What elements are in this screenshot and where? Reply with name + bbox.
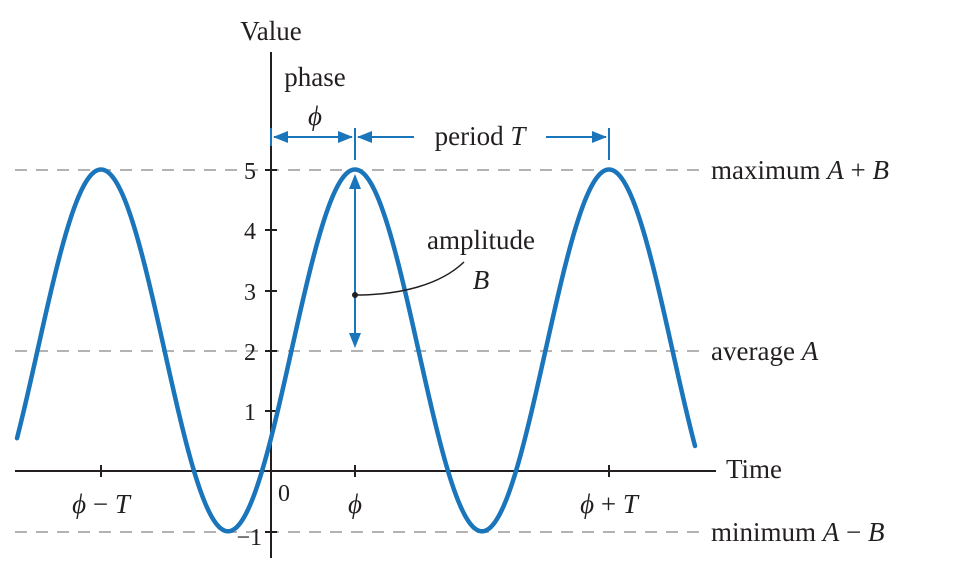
y-tick-label-2: 2 — [244, 340, 256, 366]
x-tick-label-phi-minus-T: ϕ − T — [72, 489, 132, 519]
x-axis-label: Time — [726, 454, 782, 484]
amplitude-var: B — [473, 265, 490, 295]
x-tick-label-phi-plus-T: ϕ + T — [580, 489, 640, 519]
maximum-label: maximum A + B — [711, 155, 889, 185]
amplitude-leader-line — [354, 261, 465, 296]
amplitude-arrowhead-bottom — [349, 333, 361, 348]
phase-arrowhead-right — [338, 131, 353, 143]
y-tick-label-4: 4 — [244, 219, 256, 245]
y-axis-label: Value — [240, 16, 301, 46]
period-arrowhead-left — [357, 131, 372, 143]
y-tick-label-5: 5 — [244, 159, 256, 185]
x-tick-label-phi: ϕ — [348, 489, 362, 519]
amplitude-label: amplitude — [427, 225, 535, 255]
y-tick-label-3: 3 — [244, 280, 256, 306]
minimum-label: minimum A − B — [711, 517, 885, 547]
period-label: period T — [435, 121, 528, 151]
average-label: average A — [711, 336, 819, 366]
phase-symbol: ϕ — [308, 101, 322, 131]
period-arrowhead-right — [592, 131, 607, 143]
phase-arrowhead-left — [273, 131, 288, 143]
y-tick-label-1: 1 — [244, 400, 256, 426]
y-tick-label-minus1: −1 — [236, 525, 262, 551]
phase-label: phase — [284, 62, 345, 92]
amplitude-arrowhead-top — [349, 174, 361, 189]
sinusoid-curve — [14, 167, 698, 534]
origin-label: 0 — [278, 481, 290, 507]
